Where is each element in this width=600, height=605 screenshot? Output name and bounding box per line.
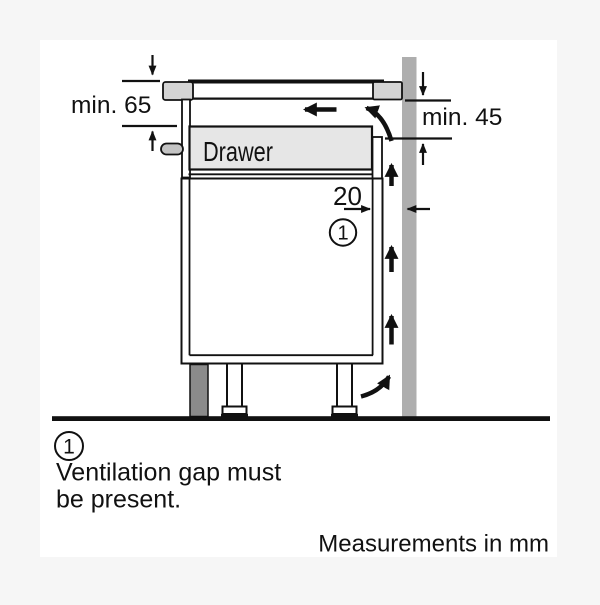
drawer-label: Drawer bbox=[203, 136, 273, 167]
cabinet-leg-left bbox=[226, 362, 243, 408]
dimension-min65: min. 65 bbox=[71, 55, 177, 151]
cabinet-leg-right bbox=[336, 362, 353, 408]
airflow-curved-top-arrow-icon bbox=[364, 105, 394, 142]
dimension-gap-20: 20 bbox=[333, 181, 430, 213]
footnote: 1 Ventilation gap must be present. bbox=[54, 431, 281, 514]
worktop-right-block bbox=[372, 81, 403, 101]
airflow-arrows bbox=[302, 102, 399, 399]
footnote-text-line2: be present. bbox=[56, 486, 181, 514]
callout-number: 1 bbox=[337, 223, 348, 245]
callout-circle bbox=[328, 218, 358, 247]
callout-marker: 1 bbox=[328, 218, 358, 247]
footnote-number: 1 bbox=[63, 436, 75, 459]
leg-base-right bbox=[331, 413, 358, 419]
footnote-circle bbox=[54, 431, 84, 461]
min65-label: min. 65 bbox=[71, 92, 151, 119]
drawer-box bbox=[188, 125, 374, 171]
hob-glass-top bbox=[188, 79, 384, 84]
footnote-text-line1: Ventilation gap must bbox=[56, 459, 281, 487]
leg-foot-left bbox=[221, 405, 248, 415]
worktop-left-block bbox=[162, 81, 194, 101]
gap-label: 20 bbox=[333, 181, 362, 211]
min45-label: min. 45 bbox=[422, 104, 502, 131]
drawer-handle bbox=[160, 142, 184, 156]
leg-base-left bbox=[221, 413, 248, 419]
units-note: Measurements in mm bbox=[318, 531, 549, 558]
leg-foot-right bbox=[331, 405, 358, 415]
wall bbox=[402, 57, 417, 417]
dimension-min45: min. 45 bbox=[385, 72, 502, 165]
floor-line bbox=[52, 416, 550, 421]
airflow-curved-bottom-arrow-icon bbox=[360, 374, 391, 399]
plinth-panel bbox=[189, 363, 209, 418]
